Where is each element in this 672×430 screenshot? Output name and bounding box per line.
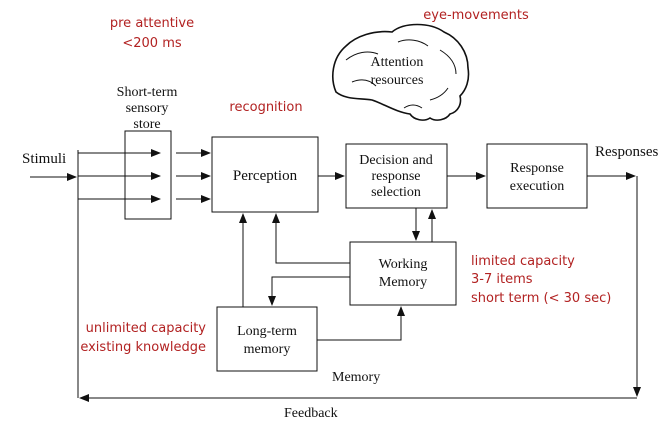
existing-knowledge-label: existing knowledge — [80, 340, 206, 355]
attention-label: Attention — [371, 55, 424, 70]
working-memory-to-perception-arrow — [272, 213, 350, 264]
sensory-store-box — [124, 130, 172, 220]
feedback-label: Feedback — [284, 406, 338, 421]
unlimited-capacity-label: unlimited capacity — [86, 321, 207, 336]
long-term-memory-label-line1: Long-term — [237, 324, 297, 339]
sensory-store-label-line2: sensory — [126, 101, 169, 116]
pre-attentive-time-label: <200 ms — [122, 36, 182, 51]
working-memory-label-line2: Memory — [379, 275, 427, 290]
decision-label-line2: response — [372, 169, 421, 184]
sensory-store-label-line1: Short-term — [117, 85, 178, 100]
responses-label: Responses — [595, 144, 658, 160]
working-memory-box — [349, 241, 457, 306]
working-memory-to-long-term-arrow — [268, 276, 350, 306]
limited-capacity-label: limited capacity — [471, 254, 575, 269]
eye-movements-label: eye-movements — [423, 8, 529, 23]
stimuli-label: Stimuli — [22, 151, 66, 167]
memory-label: Memory — [332, 370, 380, 385]
response-execution-label-line2: execution — [510, 179, 564, 194]
recognition-label: recognition — [229, 100, 302, 115]
items-count-label: 3-7 items — [471, 272, 533, 287]
attention-resources-label: resources — [371, 73, 424, 88]
short-term-duration-label: short term (< 30 sec) — [471, 291, 611, 306]
long-term-memory-box — [216, 306, 318, 372]
long-term-to-working-memory-arrow — [317, 306, 405, 341]
response-execution-box — [486, 143, 588, 209]
brain-icon — [332, 23, 470, 121]
sensory-store-label-line3: store — [133, 117, 160, 132]
pre-attentive-label: pre attentive — [110, 16, 194, 31]
perception-box — [211, 136, 319, 213]
decision-box — [345, 143, 448, 209]
long-term-memory-label-line2: memory — [244, 342, 291, 357]
response-execution-label-line1: Response — [510, 161, 564, 176]
decision-label-line3: selection — [371, 185, 421, 200]
decision-label-line1: Decision and — [359, 153, 432, 168]
working-memory-label-line1: Working — [379, 257, 428, 272]
perception-label: Perception — [233, 168, 298, 184]
